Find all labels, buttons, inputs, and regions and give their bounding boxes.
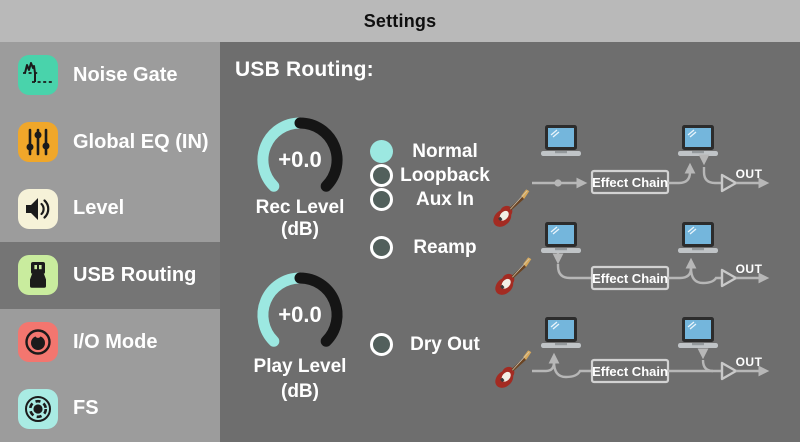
signal-line	[701, 359, 714, 373]
radio-normal-label[interactable]: Normal	[412, 141, 478, 162]
laptop-icon	[677, 221, 719, 254]
play-level-unit: (dB)	[281, 381, 319, 402]
sidebar-item-fs[interactable]: FS	[0, 375, 220, 442]
speaker-icon	[18, 188, 58, 229]
amp-icon	[720, 268, 738, 288]
sidebar-item-noise-gate[interactable]: Noise Gate	[0, 42, 220, 109]
out-label: OUT	[736, 262, 763, 276]
radio-normal[interactable]	[370, 140, 393, 163]
guitar-icon	[489, 186, 537, 231]
laptop-icon	[540, 124, 582, 157]
out-label: OUT	[736, 167, 763, 181]
play-level-value: +0.0	[278, 302, 322, 327]
signal-line	[702, 167, 721, 185]
sidebar-item-label: FS	[73, 397, 99, 420]
radio-reamp[interactable]	[370, 236, 393, 259]
laptop-icon	[677, 316, 719, 349]
play-level-label: Play Level	[253, 356, 347, 377]
radio-dry-out[interactable]	[370, 333, 393, 356]
usb-routing-heading: USB Routing:	[235, 58, 374, 81]
sidebar-item-usb-routing[interactable]: USB Routing	[0, 242, 220, 309]
sidebar-item-label: Noise Gate	[73, 63, 178, 86]
title-bar: Settings	[0, 0, 800, 42]
signal-line	[532, 352, 560, 373]
rec-level-label: Rec Level	[255, 197, 345, 218]
radio-aux-in[interactable]	[370, 188, 393, 211]
rec-level-unit: (dB)	[281, 219, 319, 240]
usb-plug-icon	[18, 255, 58, 296]
signal-line	[556, 264, 592, 280]
effect-chain-label: Effect Chain	[592, 364, 668, 379]
rec-level-knob[interactable]	[250, 110, 350, 210]
routing-diagram-row2: Effect Chain OUT	[491, 221, 770, 299]
radio-loopback-label[interactable]: Loopback	[400, 165, 490, 186]
sidebar-item-label: USB Routing	[73, 263, 197, 286]
amp-icon	[720, 173, 738, 193]
laptop-icon	[677, 124, 719, 157]
sidebar-item-label: Global EQ (IN)	[73, 130, 209, 153]
laptop-icon	[540, 221, 582, 254]
sidebar-item-global-eq[interactable]: Global EQ (IN)	[0, 109, 220, 176]
page-title: Settings	[363, 10, 437, 31]
laptop-icon	[540, 316, 582, 349]
signal-line	[552, 361, 592, 379]
signal-line	[689, 267, 721, 285]
sidebar-item-label: Level	[73, 197, 125, 220]
radio-reamp-label[interactable]: Reamp	[413, 237, 477, 258]
radio-dry-out-label[interactable]: Dry Out	[410, 334, 480, 355]
radio-loopback[interactable]	[370, 164, 393, 187]
signal-line	[668, 162, 696, 185]
effect-chain-label: Effect Chain	[592, 175, 668, 190]
guitar-icon	[491, 254, 539, 299]
guitar-icon	[491, 347, 539, 392]
io-knob-icon	[18, 322, 58, 363]
footswitch-icon	[18, 388, 58, 429]
radio-aux-in-label[interactable]: Aux In	[415, 189, 475, 210]
effect-chain-label: Effect Chain	[592, 271, 668, 286]
out-label: OUT	[736, 355, 763, 369]
play-level-knob[interactable]	[250, 265, 350, 365]
eq-sliders-icon	[18, 122, 58, 162]
noise-gate-icon	[18, 55, 58, 96]
sidebar-item-label: I/O Mode	[73, 330, 158, 353]
sidebar: Noise Gate Global EQ (IN)	[0, 42, 220, 442]
signal-line	[668, 257, 697, 280]
routing-diagram-row1: Effect Chain OUT	[489, 124, 770, 231]
routing-diagram-row3: Effect Chain OUT	[491, 316, 770, 392]
rec-level-value: +0.0	[278, 147, 322, 172]
amp-icon	[720, 361, 738, 381]
sidebar-item-io-mode[interactable]: I/O Mode	[0, 309, 220, 376]
signal-node	[554, 179, 562, 187]
sidebar-item-level[interactable]: Level	[0, 175, 220, 242]
